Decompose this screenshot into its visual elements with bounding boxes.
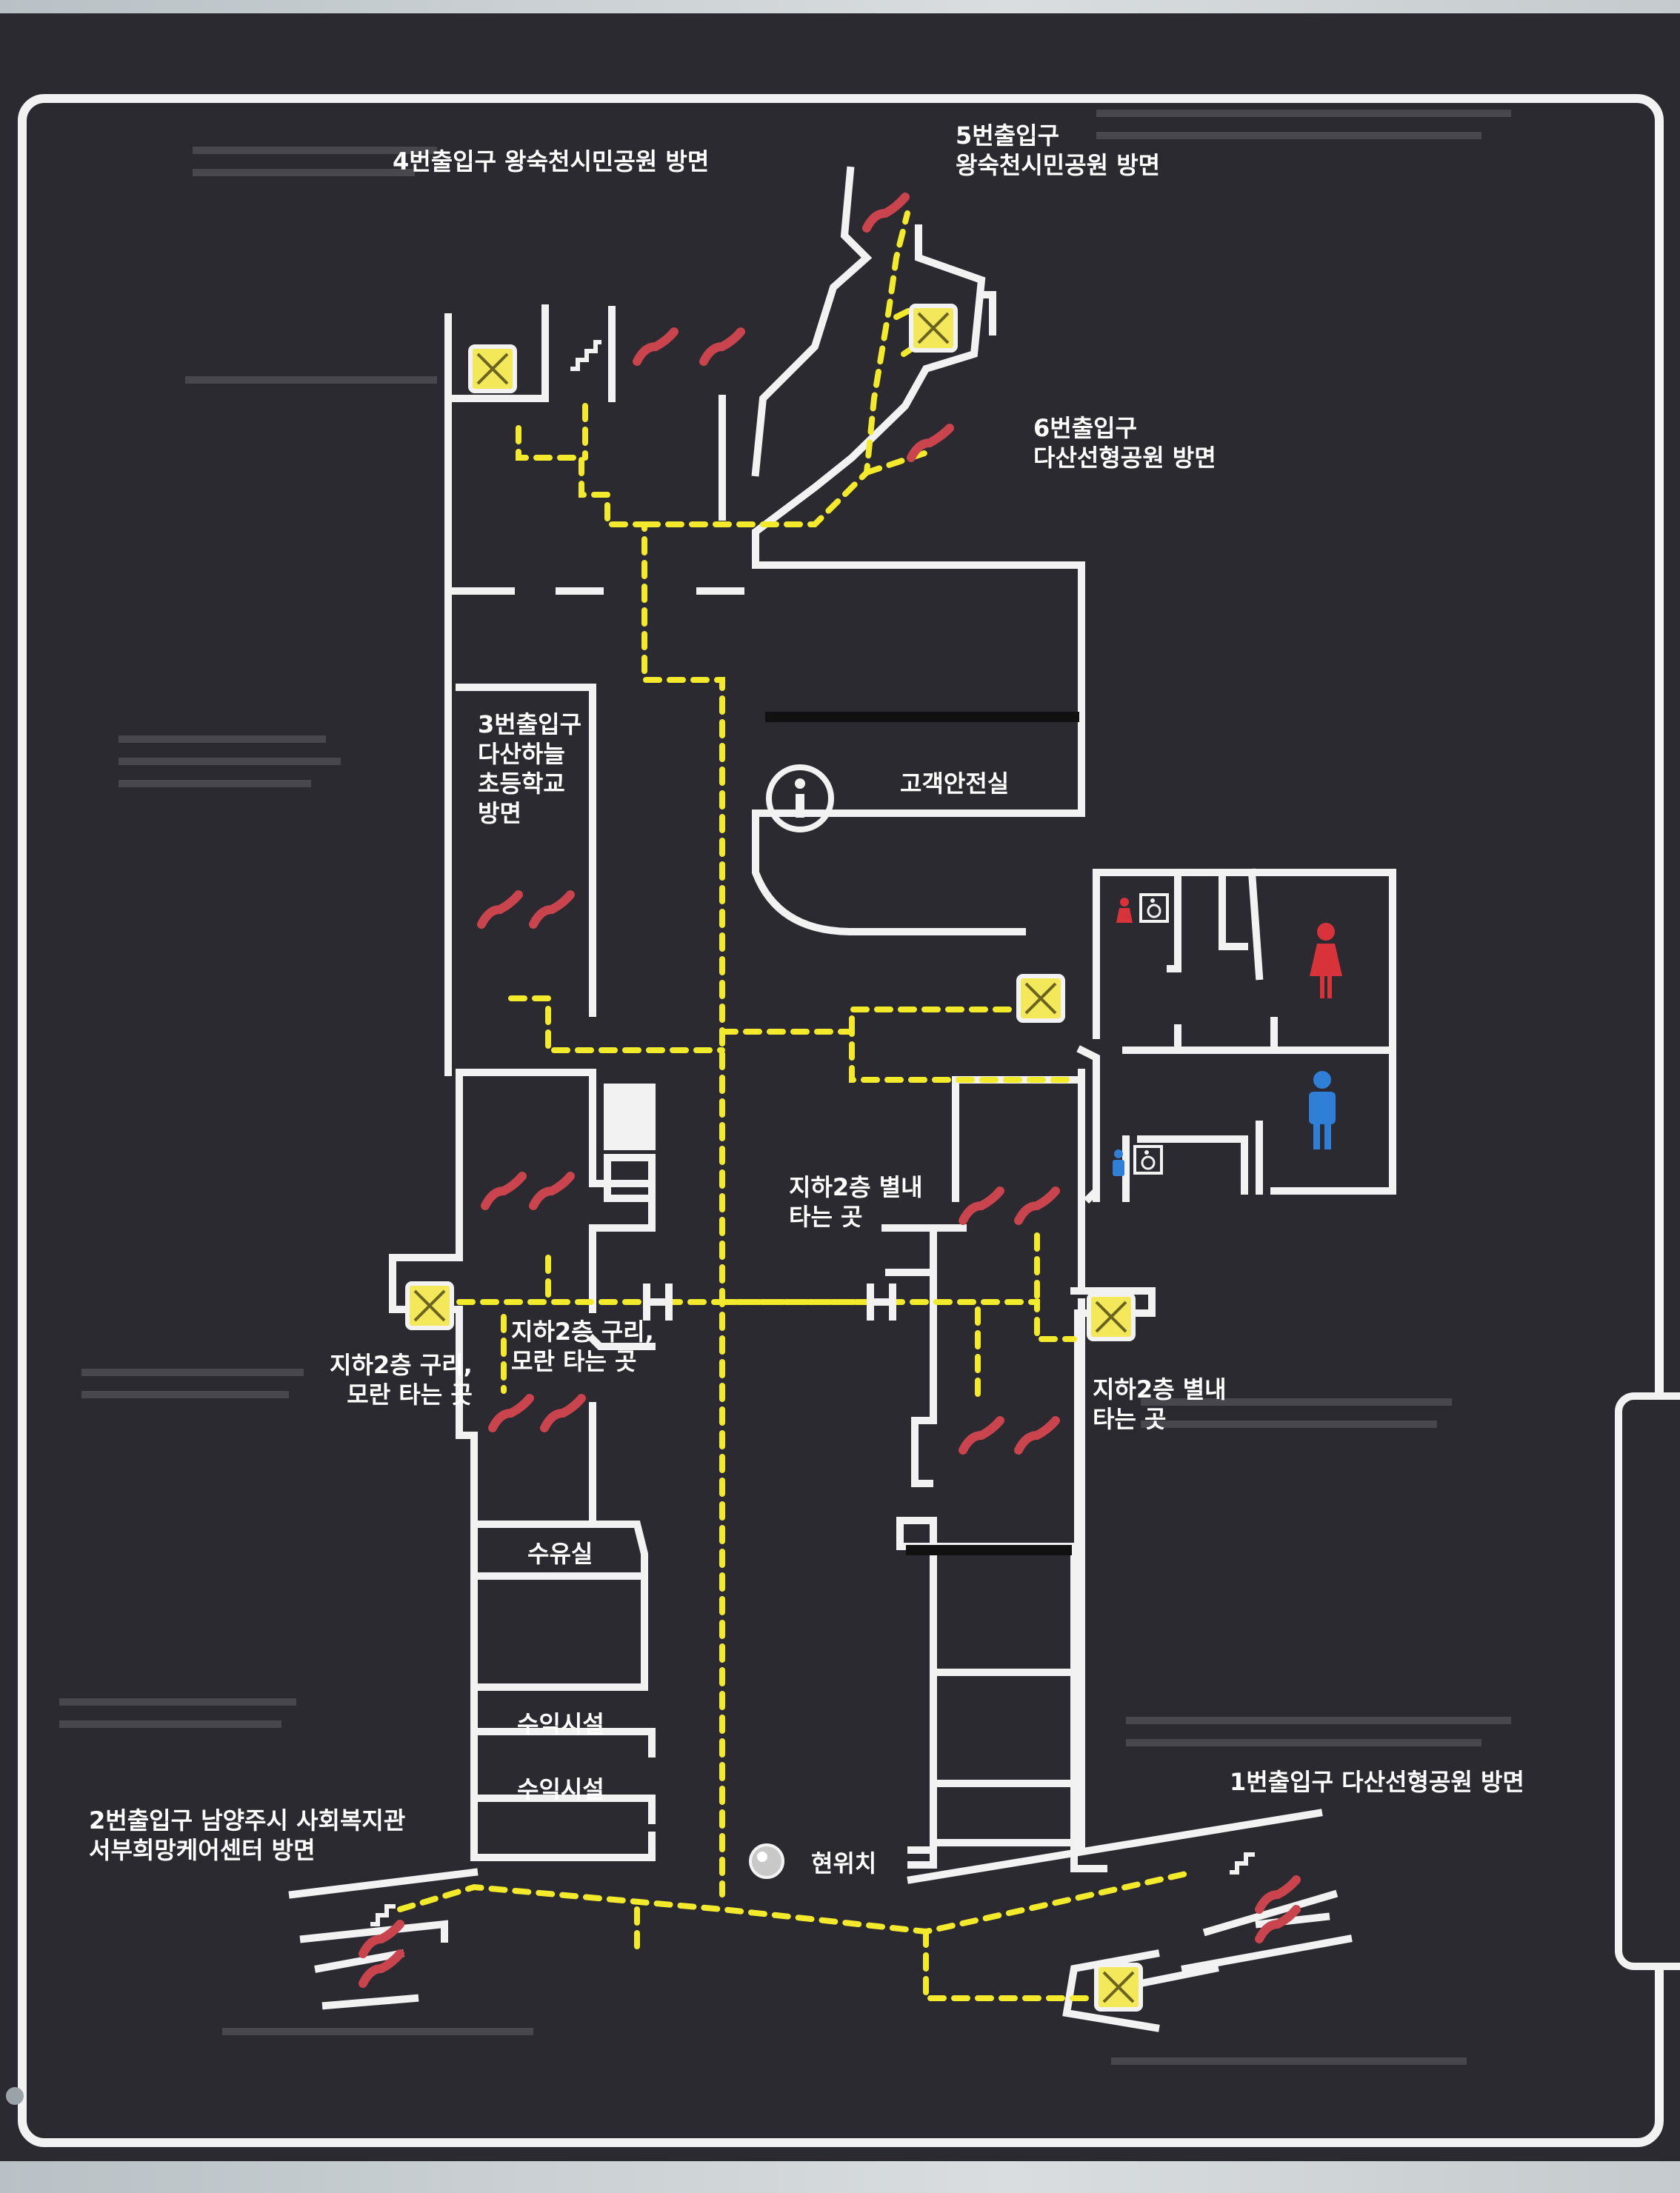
revenue-facility-1-label: 수익시설 — [517, 1710, 604, 1738]
escalator-icon — [633, 327, 679, 366]
stairs-icons — [370, 340, 1255, 1926]
exit-6-label-line-1: 6번출입구 — [1033, 414, 1138, 442]
wheelchair-icon — [1139, 893, 1169, 923]
customer-safety-room-label: 고객안전실 — [900, 770, 1010, 798]
b2-byeollae-upper-line-1: 지하2층 별내 — [789, 1173, 923, 1201]
braille-texture — [59, 110, 1511, 2065]
information-icon — [766, 764, 834, 832]
escalator-icon — [862, 193, 910, 233]
exit-2-label-line-1: 2번출입구 남양주시 사회복지관 — [89, 1806, 406, 1835]
exit-2-label-line-2: 서부희망케어센터 방면 — [89, 1836, 316, 1864]
escalator-icon — [1255, 1905, 1301, 1943]
adjacent-panel-edge — [1615, 1392, 1680, 1970]
exit-4-label: 4번출입구 왕숙천시민공원 방면 — [393, 147, 710, 176]
b2-guri-moran-platform-label-inner: 지하2층 구리, 모란 타는 곳 — [511, 1317, 654, 1376]
wheelchair-icon — [1133, 1145, 1163, 1175]
exit-5-label-line-2: 왕숙천시민공원 방면 — [956, 151, 1161, 179]
escalator-icon — [359, 1920, 404, 1958]
escalator-icon — [481, 1172, 527, 1210]
b2-byeollae-platform-label-right: 지하2층 별내 타는 곳 — [1093, 1375, 1227, 1434]
exit-3-label-line-2: 다산하늘 — [478, 740, 565, 768]
exit-5-label-line-1: 5번출입구 — [956, 121, 1060, 150]
escalator-icon — [1014, 1186, 1060, 1225]
station-floor-plan — [18, 94, 1664, 2147]
b2-guri-left-line-1: 지하2층 구리, — [330, 1351, 473, 1379]
b2-guri-inner-line-1: 지하2층 구리, — [511, 1318, 654, 1346]
platform-junctions — [643, 1284, 896, 1321]
escalator-icon — [488, 1394, 534, 1432]
platform-junction-icon — [867, 1284, 896, 1321]
exit-3-label-line-4: 방면 — [478, 799, 521, 827]
guide-paths — [397, 210, 1196, 2001]
elevator-icon — [1094, 1963, 1143, 2012]
stairs-icon — [370, 1904, 396, 1926]
current-location-marker-icon — [749, 1843, 784, 1879]
exit-3-label-line-3: 초등학교 — [478, 770, 565, 798]
b2-guri-inner-line-2: 모란 타는 곳 — [511, 1347, 637, 1375]
escalator-icon — [529, 1172, 575, 1210]
escalator-icon — [1014, 1416, 1060, 1455]
board-border — [18, 94, 1664, 2147]
elevator-icons — [405, 304, 1143, 2012]
escalator-icon — [477, 890, 523, 929]
escalator-icon — [359, 1949, 404, 1988]
escalator-icon — [529, 890, 575, 929]
escalator-icon — [1255, 1875, 1301, 1914]
elevator-icon — [909, 304, 958, 353]
exit-1-label: 1번출입구 다산선형공원 방면 — [1230, 1768, 1524, 1796]
walls — [288, 166, 1396, 2032]
elevator-icon — [468, 344, 517, 393]
male-restroom-icon — [1309, 1071, 1336, 1149]
exit-6-label: 6번출입구 다산선형공원 방면 — [1033, 413, 1216, 473]
exit-6-label-line-2: 다산선형공원 방면 — [1033, 444, 1216, 472]
small-female-restroom-icon — [1116, 898, 1133, 923]
female-restroom-icon — [1310, 923, 1342, 998]
exit-5-label: 5번출입구 왕숙천시민공원 방면 — [956, 121, 1160, 180]
elevator-icon — [1016, 974, 1065, 1023]
b2-byeollae-upper-line-2: 타는 곳 — [789, 1203, 863, 1231]
station-tactile-map-board: 4번출입구 왕숙천시민공원 방면 5번출입구 왕숙천시민공원 방면 6번출입구 … — [0, 13, 1680, 2161]
escalator-icon — [959, 1186, 1004, 1225]
frame-screw — [6, 2087, 24, 2105]
escalator-icon — [959, 1416, 1004, 1455]
small-male-restroom-icon — [1113, 1149, 1124, 1176]
b2-byeollae-right-line-1: 지하2층 별내 — [1093, 1375, 1227, 1403]
elevator-icon — [405, 1281, 454, 1330]
elevator-icon — [1087, 1292, 1136, 1341]
b2-byeollae-right-line-2: 타는 곳 — [1093, 1405, 1167, 1433]
platform-junction-icon — [643, 1284, 673, 1321]
escalator-icon — [540, 1394, 586, 1432]
escalator-icon — [699, 327, 745, 366]
b2-guri-left-line-2: 모란 타는 곳 — [347, 1381, 473, 1409]
b2-guri-moran-platform-label-left: 지하2층 구리, 모란 타는 곳 — [330, 1350, 473, 1409]
escalator-icon — [907, 424, 954, 462]
revenue-facility-2-label: 수익시설 — [517, 1775, 604, 1803]
b2-byeollae-platform-label-upper: 지하2층 별내 타는 곳 — [789, 1172, 923, 1232]
exit-3-label: 3번출입구 다산하늘 초등학교 방면 — [478, 710, 581, 828]
current-location-label: 현위치 — [811, 1849, 877, 1877]
exit-3-label-line-1: 3번출입구 — [478, 710, 582, 738]
exit-2-label: 2번출입구 남양주시 사회복지관 서부희망케어센터 방면 — [89, 1806, 405, 1865]
stairs-icon — [570, 340, 601, 371]
nursing-room-label: 수유실 — [527, 1540, 593, 1568]
escalator-icons — [359, 193, 1301, 1988]
stairs-icon — [1230, 1852, 1255, 1875]
